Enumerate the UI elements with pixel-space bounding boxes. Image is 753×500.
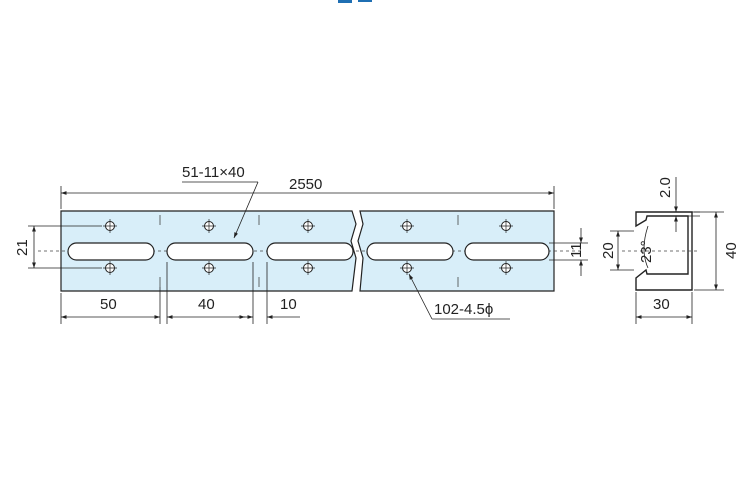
slot [266,242,354,261]
profile-outline [635,211,693,291]
dim-angle: 23° [638,225,655,269]
slot [166,242,254,261]
slot-center-ticks [159,215,459,287]
edge-offset-label: 50 [100,296,117,313]
hole-spec-label: 102-4.5ϕ [434,301,493,318]
slot-spec-label: 51-11×40 [182,164,245,181]
dim-overall-length: 2550 [60,176,555,209]
total-length-label: 2550 [289,176,322,193]
slot [366,242,454,261]
slot [464,242,550,261]
dim-thickness: 2.0 [657,177,700,232]
slots [67,242,550,261]
thickness-label: 2.0 [657,177,674,198]
dim-inner-height: 20 [600,230,634,271]
outer-height-label: 40 [723,242,740,259]
slot [67,242,155,261]
slot-gap-label: 10 [280,296,297,313]
bar-front-view [38,210,580,292]
dim-hole-pitch: 21 [14,225,102,269]
dim-hole-spec: 102-4.5ϕ [408,273,510,320]
hole-pitch-label: 21 [14,239,31,256]
slot-width-label: 11 [568,242,585,258]
angle-label: 23° [638,240,655,263]
dim-bottom: 50 40 10 [60,262,300,324]
dim-slot-spec: 51-11×40 [182,164,259,239]
inner-height-label: 20 [600,242,617,259]
dim-profile-width: 30 [635,292,693,324]
channel-profile [622,211,700,291]
dim-slot-width: 11 [549,228,588,276]
hole-crosshairs [103,219,513,275]
slot-length-label: 40 [198,296,215,313]
header-mark [338,0,372,3]
profile-width-label: 30 [653,296,670,313]
dim-outer-height: 40 [694,211,740,291]
